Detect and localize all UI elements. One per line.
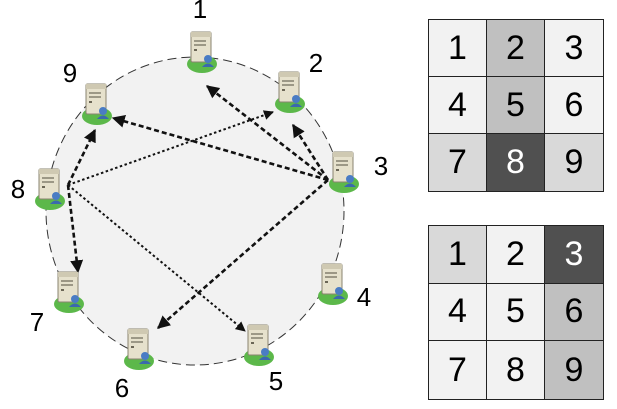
nodes: 1 2 3 4 5 6 7 8 9 <box>11 0 388 403</box>
grid-top-cell-1: 1 <box>429 20 487 77</box>
edge-8-to-7 <box>66 184 84 274</box>
grid-bottom-cell-6: 6 <box>545 283 603 342</box>
node-label-3: 3 <box>374 151 388 181</box>
server-icon <box>274 71 306 114</box>
grid-top-cell-8: 8 <box>487 134 545 191</box>
edge-8-to-9 <box>66 128 97 186</box>
grid-top-cell-4: 4 <box>429 77 487 134</box>
node-label-2: 2 <box>309 48 323 78</box>
grid-top-cell-7: 7 <box>429 134 487 191</box>
grid-top-cell-3: 3 <box>545 20 603 77</box>
node-label-5: 5 <box>269 366 283 396</box>
node-3: 3 <box>328 151 388 194</box>
grid-bottom-cell-3: 3 <box>545 226 603 284</box>
ring-diagram: 1 2 3 4 5 6 7 8 9 <box>11 0 388 403</box>
node-5: 5 <box>243 324 283 396</box>
node-label-9: 9 <box>63 58 77 88</box>
edges <box>66 84 330 332</box>
grid-bottom-cell-2: 2 <box>487 226 545 284</box>
node-6: 6 <box>115 328 155 403</box>
edge-3-to-1 <box>205 84 329 182</box>
edge-3-to-2 <box>291 123 330 181</box>
node-4: 4 <box>317 263 371 312</box>
node-8: 8 <box>11 168 66 211</box>
grid-bottom-cell-4: 4 <box>429 283 487 342</box>
grid-bottom-cell-7: 7 <box>429 341 487 399</box>
grid-top-cell-6: 6 <box>545 77 603 134</box>
edge-8-to-2 <box>67 110 274 186</box>
node-2: 2 <box>274 48 323 114</box>
server-icon <box>317 263 349 306</box>
grid-bottom-cell-5: 5 <box>487 283 545 342</box>
grid-top-cell-2: 2 <box>487 20 545 77</box>
grid-top-cell-9: 9 <box>545 134 603 191</box>
node-label-6: 6 <box>115 373 129 403</box>
node-7: 7 <box>30 271 85 337</box>
node-label-4: 4 <box>357 282 371 312</box>
edge-8-to-5 <box>67 184 246 332</box>
node-label-1: 1 <box>193 0 207 24</box>
edge-3-to-9 <box>111 114 329 182</box>
server-icon <box>186 31 218 74</box>
node-label-8: 8 <box>11 174 25 204</box>
node-1: 1 <box>186 0 218 74</box>
grid-bottom-cell-1: 1 <box>429 226 487 284</box>
node-9: 9 <box>63 58 113 126</box>
grid-bottom-cell-9: 9 <box>545 341 603 399</box>
grid-bottom-cell-8: 8 <box>487 341 545 399</box>
grid-top-cell-5: 5 <box>487 77 545 134</box>
edge-3-to-6 <box>157 179 329 329</box>
server-icon <box>328 151 360 194</box>
node-label-7: 7 <box>30 307 44 337</box>
